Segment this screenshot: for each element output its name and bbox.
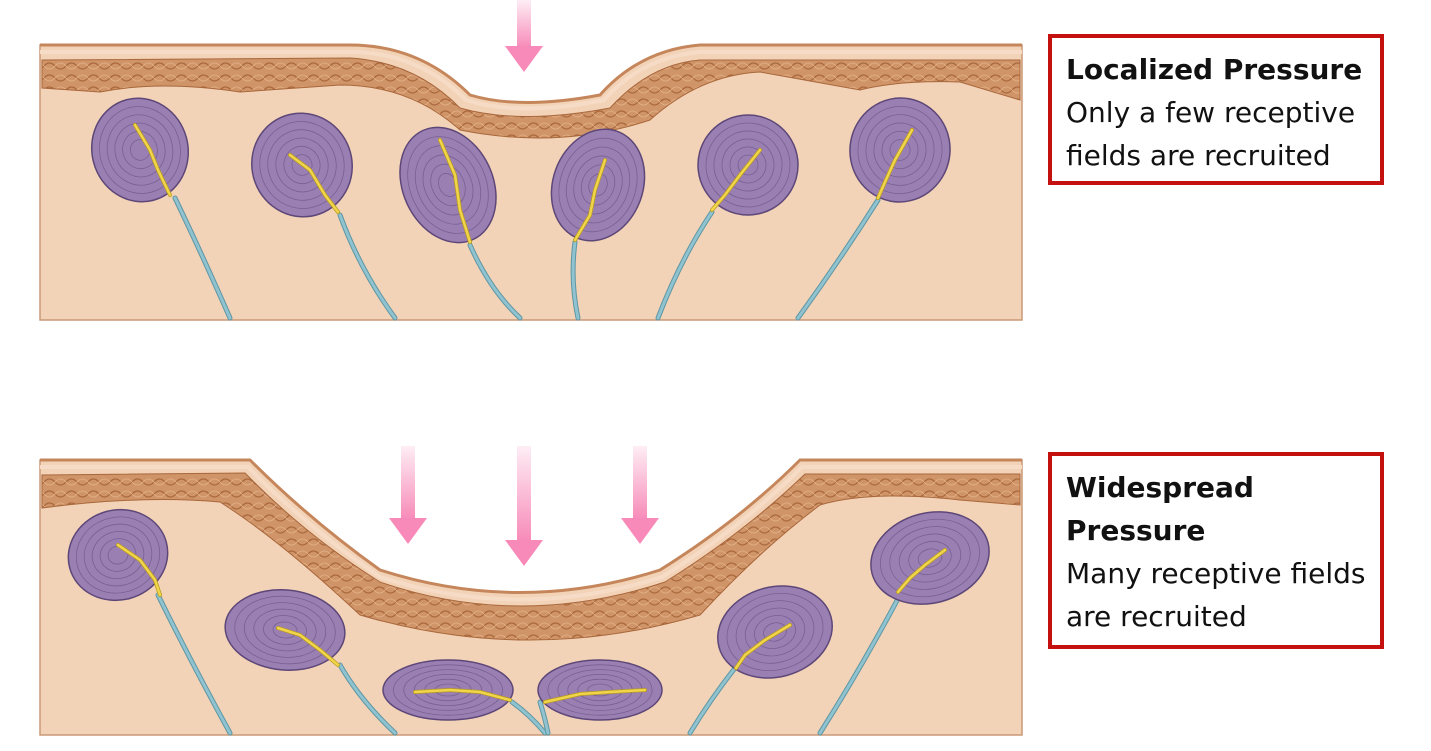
dermis-layer <box>41 57 1021 139</box>
pacinian-corpuscle-icon <box>67 508 233 736</box>
pacinian-corpuscle-icon <box>399 126 523 321</box>
widespread-pressure-illustration <box>0 440 1040 747</box>
down-arrow-icon <box>621 446 659 544</box>
pacinian-corpuscle-icon <box>382 659 548 736</box>
localized-skin-diagram <box>39 0 1023 321</box>
pacinian-corpuscle-icon <box>251 112 398 321</box>
down-arrow-icon <box>505 446 543 566</box>
pacinian-corpuscle-icon <box>537 659 663 736</box>
widespread-skin-diagram <box>39 446 1023 736</box>
widespread-pressure-title: Widespread Pressure <box>1066 471 1254 547</box>
pacinian-corpuscle-icon <box>655 114 799 321</box>
pacinian-corpuscle-icon <box>795 97 951 321</box>
localized-pressure-label: Localized Pressure Only a few receptive … <box>1048 34 1384 185</box>
localized-pressure-description: Only a few receptive fields are recruite… <box>1066 96 1356 172</box>
down-arrow-icon <box>389 446 427 544</box>
widespread-pressure-label: Widespread Pressure Many receptive field… <box>1048 452 1384 649</box>
down-arrow-icon <box>505 0 543 72</box>
pacinian-corpuscle-icon <box>224 589 398 736</box>
localized-pressure-illustration <box>0 0 1040 340</box>
dermis-layer <box>41 472 1021 641</box>
widespread-pressure-description: Many receptive fields are recruited <box>1066 557 1366 633</box>
pacinian-corpuscle-icon <box>687 585 833 736</box>
localized-pressure-title: Localized Pressure <box>1066 53 1363 86</box>
pacinian-corpuscle-icon <box>817 511 990 736</box>
pacinian-corpuscle-icon <box>550 128 646 321</box>
pacinian-corpuscle-icon <box>90 97 233 321</box>
